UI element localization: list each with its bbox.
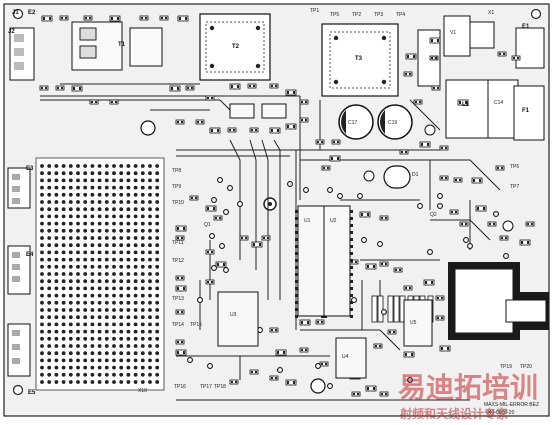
electrolytic-caps [140,104,514,394]
left-connectors [7,167,31,377]
watermark-title: 易迪拓培训 [398,371,538,404]
silkscreen-labels: J1 E2 E1 E3 E4 E5 J2 T1 T2 T3 L1 F1 C14 … [8,8,539,416]
label-tp15: TP15 [190,322,202,328]
label-tp14: TP14 [172,322,184,328]
vias [187,177,509,389]
prototype-area [35,157,165,391]
label-board-serial: 040-0000-20 [486,410,515,416]
mounting-holes [12,8,542,396]
label-tp13: TP13 [172,296,184,302]
label-tp11: TP11 [172,240,184,246]
label-q1: Q1 [204,222,211,228]
label-e2: E2 [28,10,36,16]
label-tp5: TP5 [330,12,339,18]
watermark: 易迪拓培训 射频和天线设计专家 [398,371,538,421]
right-connector-cutout [448,262,549,340]
label-v1: V1 [450,30,456,36]
label-tp9: TP9 [172,184,181,190]
label-tp18: TP18 [214,384,226,390]
label-u2: U2 [330,218,337,224]
label-u3: U3 [230,312,237,318]
label-t1: T1 [118,42,126,48]
connector-j1 [9,27,35,81]
label-tp17: TP17 [200,384,212,390]
label-e5: E5 [28,390,36,396]
label-u1: U1 [304,218,311,224]
label-e3: E3 [26,166,34,172]
transformer-block-t1 [71,21,163,71]
label-d1: D1 [412,172,419,178]
label-u4: U4 [342,354,349,360]
label-l1: L1 [462,102,470,108]
transformer-t2 [199,13,271,81]
label-f1: F1 [522,108,530,114]
label-c19: C19 [388,120,397,126]
label-tp8: TP8 [172,168,181,174]
label-tp6: TP6 [510,164,519,170]
copper-traces [40,83,501,401]
label-t2: T2 [232,44,240,50]
label-tp2: TP2 [352,12,361,18]
label-d2: D2 [432,56,439,62]
label-c14: C14 [494,100,503,106]
label-e1: E1 [522,24,530,30]
crystal-x1 [383,165,411,189]
label-j2: J2 [8,29,15,35]
label-tp19: TP19 [500,364,512,370]
label-c17: C17 [348,120,357,126]
label-j1: J1 [12,10,19,16]
label-tp20: TP20 [520,364,532,370]
label-tp4: TP4 [396,12,405,18]
label-tp16: TP16 [174,384,186,390]
label-tp1: TP1 [310,8,319,14]
label-e4: E4 [26,252,34,258]
label-x1: X1 [488,10,494,16]
label-t3: T3 [355,56,363,62]
label-board-id: MAXS-MIL-ERROR BEZ [484,402,539,408]
label-tp3: TP3 [374,12,383,18]
label-tp7: TP7 [510,184,519,190]
label-u5: U5 [410,320,417,326]
watermark-subtitle: 射频和天线设计专家 [399,406,509,421]
transformer-t3 [321,23,399,97]
label-x10: X10 [138,388,147,394]
power-section [417,15,545,141]
label-tp12: TP12 [172,258,184,264]
label-tp10: TP10 [172,200,184,206]
label-q2: Q2 [430,212,437,218]
ic-chips [217,103,433,379]
